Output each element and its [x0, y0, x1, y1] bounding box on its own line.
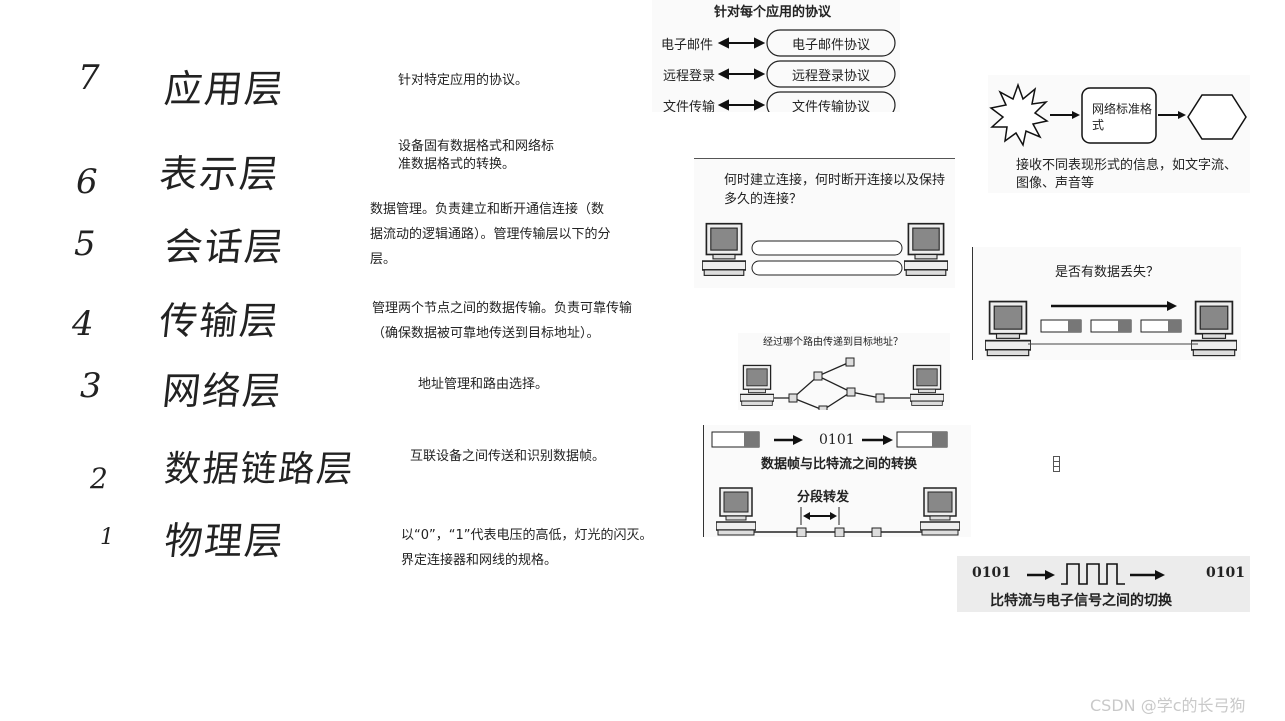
- layer-name-physical: 物理层: [162, 519, 287, 563]
- computer-icon: [702, 222, 746, 277]
- fig-network-caption: 经过哪个路由传递到目标地址？: [763, 337, 903, 348]
- desc-application: 针对特定应用的协议。: [398, 73, 529, 88]
- layer-number-6: 6: [76, 162, 98, 202]
- layer-number-7: 7: [78, 58, 100, 98]
- signal-wave-diagram: [1027, 563, 1165, 585]
- layer-number-3: 3: [80, 366, 102, 406]
- desc-datalink: 互联设备之间传送和识别数据帧。: [410, 449, 606, 464]
- fig-app-row1-left: 电子邮件: [661, 38, 714, 53]
- layer-number-1: 1: [100, 525, 114, 550]
- desc-transport: 管理两个节点之间的数据传输。负责可靠传输（确保数据被可靠地传送到目标地址）。: [372, 301, 633, 341]
- desc-session: 数据管理。负责建立和断开通信连接（数据流动的逻辑通路）。管理传输层以下的分层。: [370, 202, 611, 267]
- fig-physical-bits-in: 0101: [972, 565, 1011, 581]
- layer-name-session: 会话层: [162, 225, 287, 269]
- fig-physical-caption: 比特流与电子信号之间的切换: [990, 593, 1172, 609]
- fig-datalink-caption: 数据帧与比特流之间的转换: [761, 457, 918, 472]
- desc-network: 地址管理和路由选择。: [418, 377, 549, 392]
- desc-presentation: 设备固有数据格式和网络标准数据格式的转换。: [398, 139, 555, 172]
- layer-name-network: 网络层: [160, 369, 285, 413]
- layer-name-datalink: 数据链路层: [162, 449, 357, 490]
- frame-conversion-diagram: [711, 431, 960, 537]
- fig-presentation-caption: 接收不同表现形式的信息，如文字流、图像、声音等: [1016, 158, 1238, 191]
- figure-physical: 0101 0101 比特流与电子信号之间的切换: [957, 556, 1250, 612]
- packet-transfer-diagram: [985, 300, 1237, 357]
- fig-app-title: 针对每个应用的协议: [714, 5, 832, 20]
- fig-app-row3-left: 文件传输: [663, 100, 716, 112]
- desc-physical: 以“0”，“1”代表电压的高低，灯光的闪灭。界定连接器和网线的规格。: [401, 528, 653, 568]
- figure-datalink: 0101 数据帧与比特流之间的转换 分段转发: [703, 425, 971, 537]
- figure-presentation: 网络标准格式 接收不同表现形式的信息，如文字流、图像、声音等: [988, 75, 1250, 193]
- computer-icon: [904, 222, 948, 277]
- layer-name-presentation: 表示层: [157, 152, 282, 196]
- fig-app-row3-right: 文件传输协议: [792, 100, 871, 112]
- fig-app-row1-right: 电子邮件协议: [792, 38, 871, 53]
- fig-transport-caption: 是否有数据丢失？: [1055, 265, 1160, 280]
- layer-name-transport: 传输层: [157, 299, 282, 343]
- fig-datalink-segment: 分段转发: [797, 490, 850, 505]
- fig-physical-bits-out: 0101: [1206, 565, 1245, 581]
- layer-number-2: 2: [90, 462, 108, 495]
- small-table-icon: [1053, 456, 1060, 472]
- layer-name-application: 应用层: [162, 67, 287, 111]
- fig-presentation-box: 网络标准格式: [1092, 102, 1153, 132]
- arrows-icon: [717, 29, 896, 112]
- figure-session: 何时建立连接，何时断开连接以及保持多久的连接？: [694, 158, 955, 288]
- format-conversion-icon: [989, 82, 1247, 148]
- fig-session-caption: 何时建立连接，何时断开连接以及保持多久的连接？: [724, 173, 946, 207]
- figure-network: 经过哪个路由传递到目标地址？: [738, 333, 950, 410]
- figure-application: 针对每个应用的协议 电子邮件 电子邮件协议 远程登录 远程登录协议 文件传输 文…: [652, 0, 900, 112]
- watermark: CSDN @学c的长弓狗: [1090, 696, 1246, 715]
- layer-number-5: 5: [74, 224, 96, 264]
- fig-datalink-bits: 0101: [819, 432, 855, 448]
- fig-app-row2-left: 远程登录: [663, 69, 716, 84]
- figure-transport: 是否有数据丢失？: [972, 247, 1241, 360]
- connection-diagram: [702, 222, 948, 277]
- layer-number-4: 4: [72, 304, 94, 344]
- fig-app-row2-right: 远程登录协议: [792, 69, 871, 84]
- routing-diagram: [740, 357, 944, 410]
